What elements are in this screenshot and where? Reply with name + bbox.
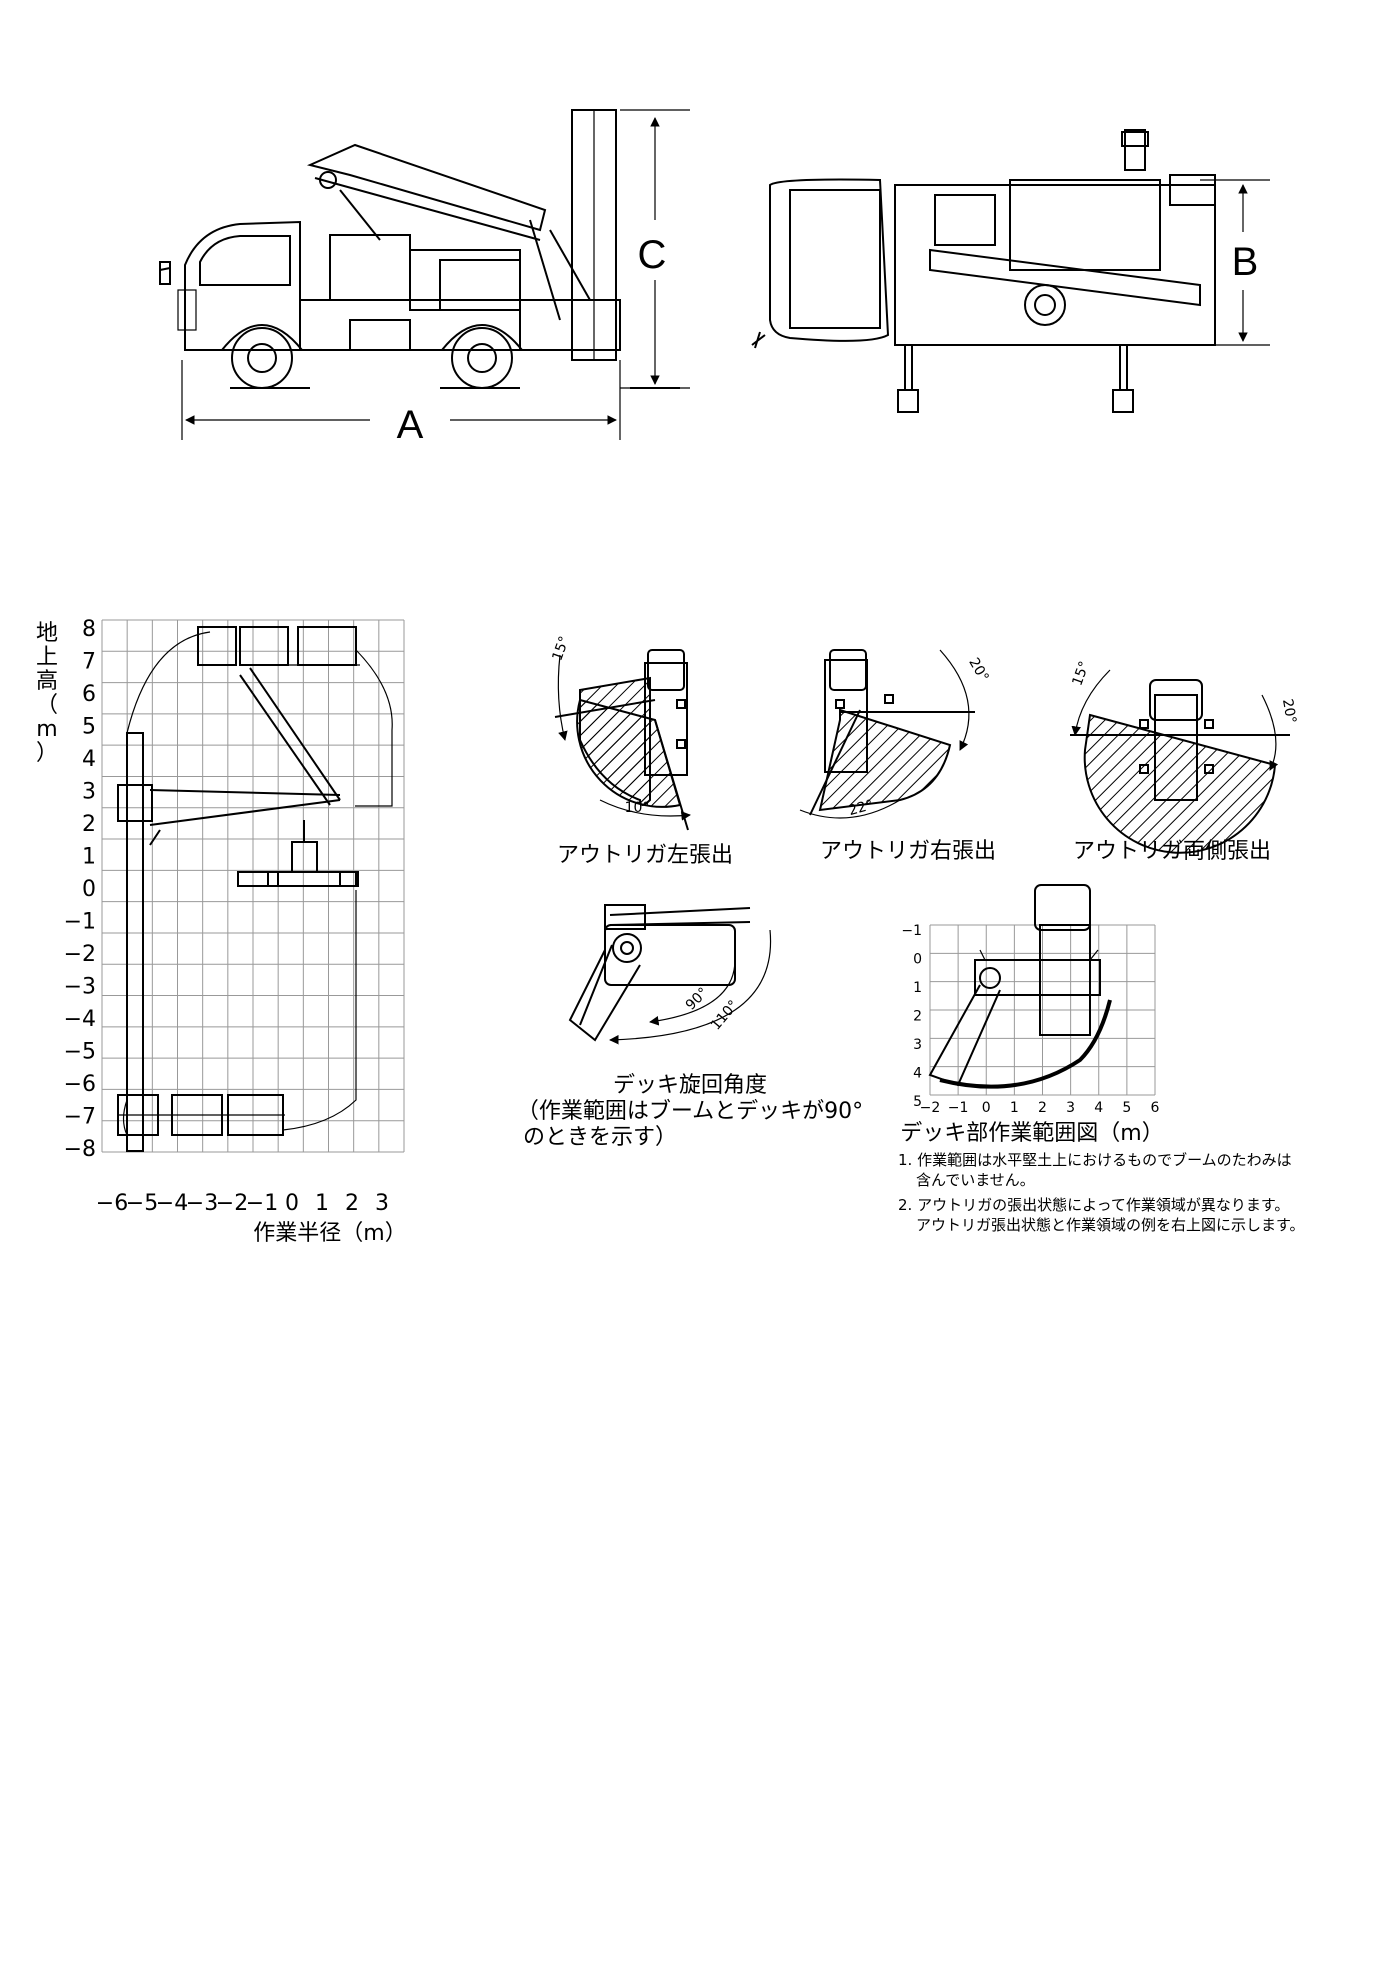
truck-side-view xyxy=(159,109,690,440)
height-chart-y-tick: 5 xyxy=(82,715,96,740)
height-chart-y-tick: 4 xyxy=(82,747,96,772)
svg-text:高: 高 xyxy=(36,669,58,694)
height-chart-y-ticks: 8 7 6 5 4 3 2 1 0 −1 −2 −3 −4 −5 −6 −7 −8 xyxy=(64,617,96,1162)
outrigger-right-diagram xyxy=(799,649,975,819)
deck-rotation-caption-3: のときを示す） xyxy=(523,1125,677,1150)
deck-range-y-tick: 5 xyxy=(913,1094,922,1110)
deck-range-x-tick: 1 xyxy=(1010,1100,1019,1116)
deck-range-x-tick: 5 xyxy=(1122,1100,1131,1116)
outrigger-both-diagram xyxy=(1070,669,1290,854)
height-chart-y-tick: −7 xyxy=(64,1105,96,1130)
dim-label-b: B xyxy=(1232,240,1259,284)
height-chart-y-tick: 1 xyxy=(82,845,96,870)
deck-range-x-tick: 3 xyxy=(1066,1100,1075,1116)
outrigger-left-angle-a: 15° xyxy=(549,634,573,663)
height-chart-y-tick: −5 xyxy=(64,1040,96,1065)
deck-range-x-tick: −1 xyxy=(948,1100,969,1116)
outrigger-both-caption: アウトリガ両側張出 xyxy=(1073,839,1271,864)
height-chart-y-tick: 0 xyxy=(82,877,96,902)
deck-range-x-tick: 4 xyxy=(1094,1100,1103,1116)
height-chart-x-tick: 1 xyxy=(315,1191,329,1216)
dim-label-c: C xyxy=(638,233,667,277)
deck-angle-a: 90° xyxy=(683,985,712,1014)
svg-text:）: ） xyxy=(36,741,58,766)
svg-text:地: 地 xyxy=(36,621,58,646)
svg-text:m: m xyxy=(36,717,57,742)
deck-range-y-tick: 2 xyxy=(913,1009,922,1025)
deck-angle-b: 110° xyxy=(708,997,742,1033)
height-chart-xlabel: 作業半径（m） xyxy=(253,1221,406,1246)
note-line-1: 1. 作業範囲は水平堅土上におけるものでブームのたわみは xyxy=(898,1151,1292,1169)
outrigger-right-angle-a: 20° xyxy=(965,655,991,685)
deck-range-x-ticks: −2 −1 0 1 2 3 4 5 6 xyxy=(920,1100,1160,1116)
dim-label-a: A xyxy=(397,403,424,447)
height-chart-grid xyxy=(101,619,405,1153)
height-chart-y-tick: −8 xyxy=(64,1137,96,1162)
height-chart-y-tick: −6 xyxy=(64,1072,96,1097)
deck-range-y-tick: 0 xyxy=(913,952,922,968)
height-chart-y-tick: −2 xyxy=(64,942,96,967)
outrigger-right-caption: アウトリガ右張出 xyxy=(820,839,996,864)
outrigger-both-angle-b: 20° xyxy=(1279,698,1299,725)
deck-range-x-tick: −2 xyxy=(920,1100,941,1116)
deck-rotation-caption-2: （作業範囲はブームとデッキが90° xyxy=(517,1099,863,1124)
height-chart-y-tick: 3 xyxy=(82,780,96,805)
height-chart-x-tick: 0 xyxy=(285,1191,299,1216)
svg-text:上: 上 xyxy=(36,645,58,670)
svg-text:（: （ xyxy=(36,693,58,718)
height-chart-y-tick: 8 xyxy=(82,617,96,642)
height-chart-x-tick: −4 xyxy=(156,1191,188,1216)
deck-rotation-caption-1: デッキ旋回角度 xyxy=(613,1073,767,1098)
height-chart-y-tick: −1 xyxy=(64,910,96,935)
height-chart-x-tick: −1 xyxy=(246,1191,278,1216)
outrigger-both-angle-a: 15° xyxy=(1069,659,1093,688)
height-chart-x-tick: −6 xyxy=(96,1191,128,1216)
height-chart-y-tick: 7 xyxy=(82,650,96,675)
height-chart-x-tick: −5 xyxy=(126,1191,158,1216)
outrigger-left-diagram xyxy=(554,649,691,831)
notes: 1. 作業範囲は水平堅土上におけるものでブームのたわみは 含んでいません。 2.… xyxy=(898,1151,1305,1234)
deck-range-y-tick: 4 xyxy=(913,1066,922,1082)
deck-range-y-tick: 3 xyxy=(913,1037,922,1053)
deck-range-grid xyxy=(929,924,1156,1096)
height-chart-y-tick: 6 xyxy=(82,682,96,707)
height-chart xyxy=(101,619,405,1153)
note-line-2: 含んでいません。 xyxy=(916,1171,1035,1189)
deck-range-y-ticks: −1 0 1 2 3 4 5 xyxy=(901,923,922,1110)
height-chart-ylabel: 地 上 高 （ m ） xyxy=(36,621,58,766)
note-line-3: 2. アウトリガの張出状態によって作業領域が異なります。 xyxy=(898,1196,1289,1214)
deck-range-x-tick: 2 xyxy=(1038,1100,1047,1116)
deck-range-y-tick: −1 xyxy=(901,923,922,939)
height-chart-y-tick: 2 xyxy=(82,812,96,837)
height-chart-y-tick: −4 xyxy=(64,1007,96,1032)
deck-rotation-diagram xyxy=(568,904,772,1045)
outrigger-left-caption: アウトリガ左張出 xyxy=(557,843,733,868)
deck-range-x-tick: 6 xyxy=(1151,1100,1160,1116)
height-chart-x-tick: −2 xyxy=(216,1191,248,1216)
height-chart-y-tick: −3 xyxy=(64,975,96,1000)
deck-range-caption: デッキ部作業範囲図（m） xyxy=(900,1121,1163,1146)
outrigger-left-angle-b: 10° xyxy=(625,800,650,816)
note-line-4: アウトリガ張出状態と作業領域の例を右上図に示します。 xyxy=(916,1216,1305,1234)
deck-range-y-tick: 1 xyxy=(913,980,922,996)
deck-range-x-tick: 0 xyxy=(982,1100,991,1116)
height-chart-x-tick: 3 xyxy=(375,1191,389,1216)
height-chart-x-tick: 2 xyxy=(345,1191,359,1216)
truck-top-view xyxy=(751,129,1270,413)
height-chart-x-tick: −3 xyxy=(186,1191,218,1216)
outrigger-right-angle-b: 22° xyxy=(847,797,875,819)
deck-range-chart xyxy=(928,884,1156,1096)
